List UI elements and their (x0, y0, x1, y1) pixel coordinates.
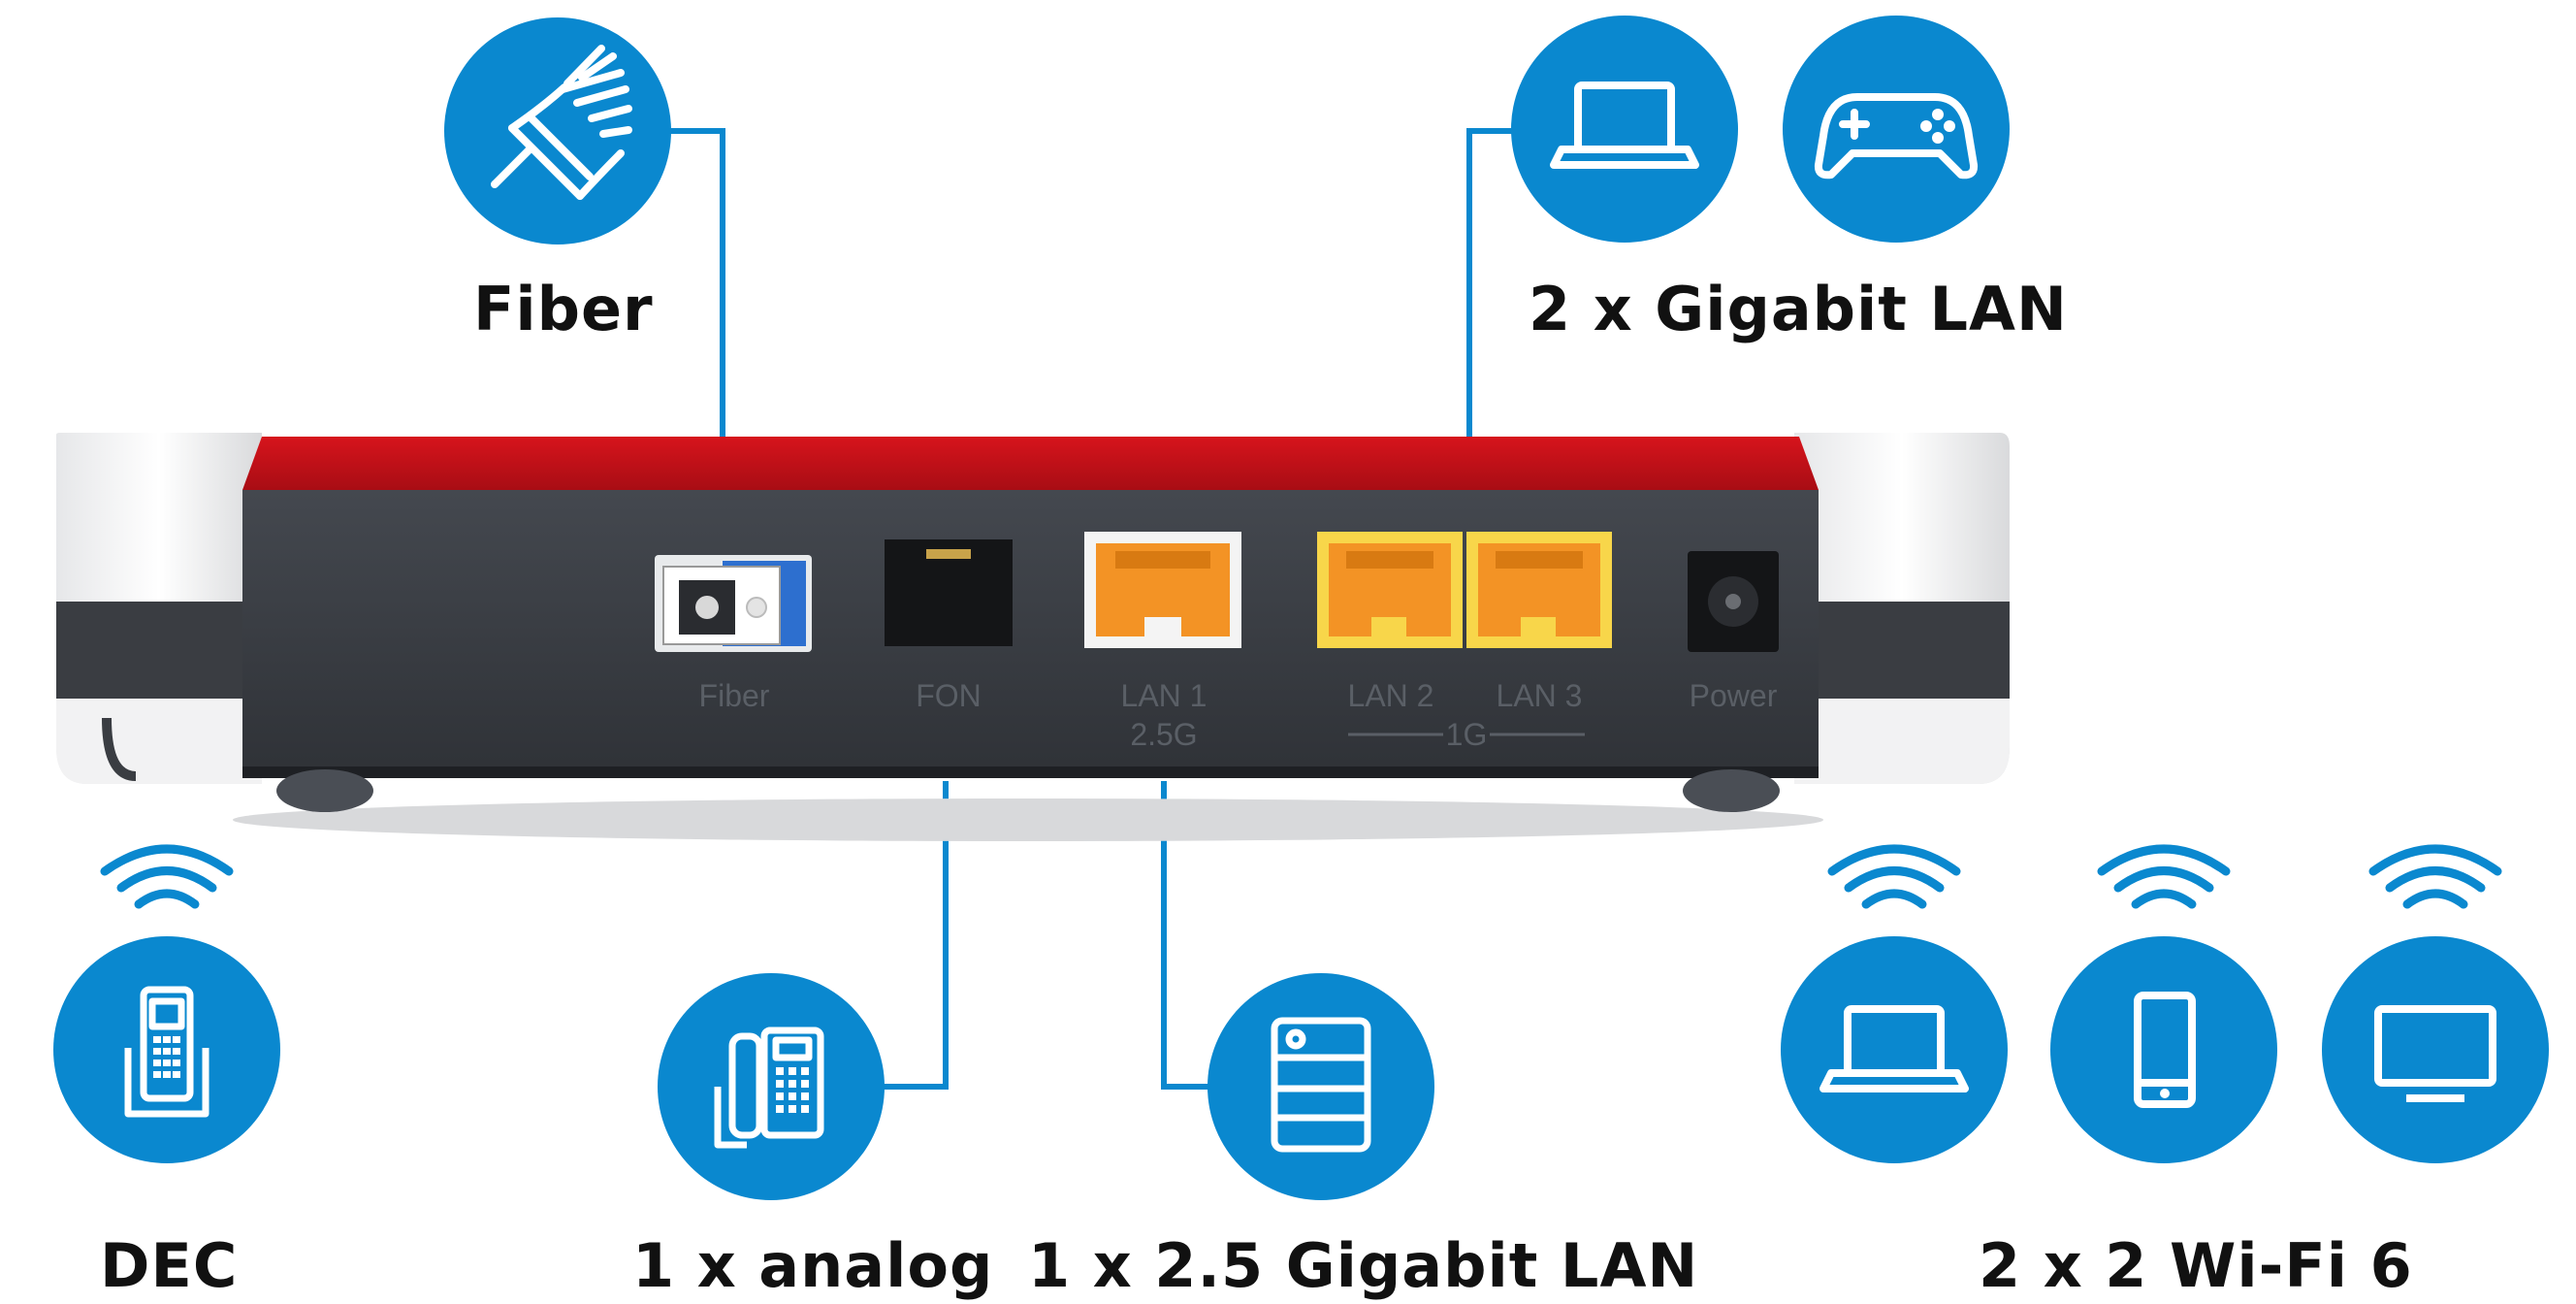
lan2-port (1317, 532, 1463, 648)
callout-dect: DEC (100, 1230, 239, 1301)
port-label-lan1: LAN 1 (1121, 678, 1208, 713)
callout-gigabit-lan: 2 x Gigabit LAN (1529, 274, 2068, 344)
cordless-phone-icon (53, 936, 280, 1163)
port-label-lan-speed: 1G (1446, 717, 1488, 752)
lan3-port (1466, 532, 1612, 648)
nas-storage-icon (1208, 973, 1434, 1200)
fon-port (885, 539, 1013, 646)
power-port (1688, 551, 1779, 652)
gamepad-icon (1783, 16, 2010, 243)
callout-analog: 1 x analog (632, 1230, 994, 1301)
port-label-fiber: Fiber (699, 678, 770, 713)
wifi-waves-icon (100, 844, 234, 909)
laptop-icon (1511, 16, 1738, 243)
fiber-port (655, 555, 812, 652)
callout-wifi: 2 x 2 Wi-Fi 6 (1979, 1230, 2413, 1301)
wifi-waves-icon (1827, 844, 2502, 909)
router: Fiber FON LAN 1 2.5G LAN 2 LAN 3 1G Powe… (56, 433, 2010, 841)
laptop-icon (1781, 936, 2008, 1163)
lan1-port (1084, 532, 1241, 648)
callout-fiber: Fiber (473, 274, 654, 344)
port-label-lan1-speed: 2.5G (1130, 717, 1197, 752)
tablet-icon (2050, 936, 2277, 1163)
router-red-top (242, 437, 1819, 490)
monitor-icon (2322, 936, 2549, 1163)
port-label-lan3: LAN 3 (1497, 678, 1583, 713)
port-label-fon: FON (916, 678, 982, 713)
desk-phone-icon (658, 973, 885, 1200)
port-label-power: Power (1690, 678, 1778, 713)
fiber-cable-icon (444, 17, 671, 244)
callout-lan-2-5: 1 x 2.5 Gigabit LAN (1028, 1230, 1699, 1301)
port-label-lan2: LAN 2 (1348, 678, 1434, 713)
